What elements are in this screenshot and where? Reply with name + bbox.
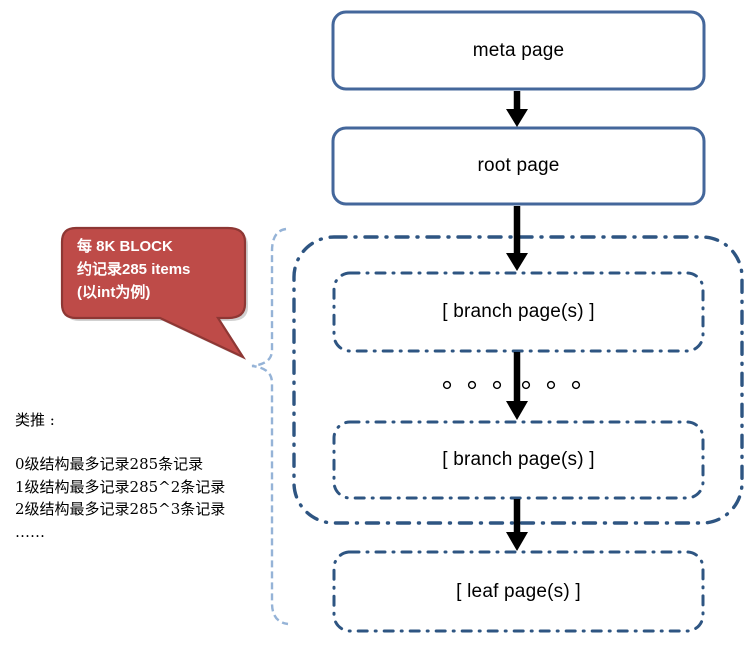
callout-body (60, 226, 247, 360)
branch-page-box-2 (332, 420, 705, 500)
ellipsis-dots (442, 380, 581, 390)
root-page-box (331, 126, 706, 206)
left-curly-brace (251, 227, 289, 626)
arrow-branch-to-leaf (506, 499, 528, 551)
branch-group-container (292, 235, 744, 525)
note-lines: 0级结构最多记录285条记录 1级结构最多记录285^2条记录 2级结构最多记录… (15, 453, 225, 543)
branch-page-box-1 (332, 271, 705, 353)
arrow-root-to-branch (506, 206, 528, 271)
note-line: 2级结构最多记录285^3条记录 (15, 500, 226, 518)
callout-bubble (60, 226, 248, 360)
leaf-page-box (332, 550, 705, 633)
meta-page-box (331, 10, 706, 91)
note-line: …… (15, 522, 45, 541)
arrow-meta-to-root (506, 91, 528, 127)
note-heading: 类推 : (15, 411, 55, 429)
arrow-branch-to-branch (506, 352, 528, 420)
note-line: 0级结构最多记录285条记录 (15, 455, 204, 473)
note-line: 1级结构最多记录285^2条记录 (15, 477, 226, 496)
